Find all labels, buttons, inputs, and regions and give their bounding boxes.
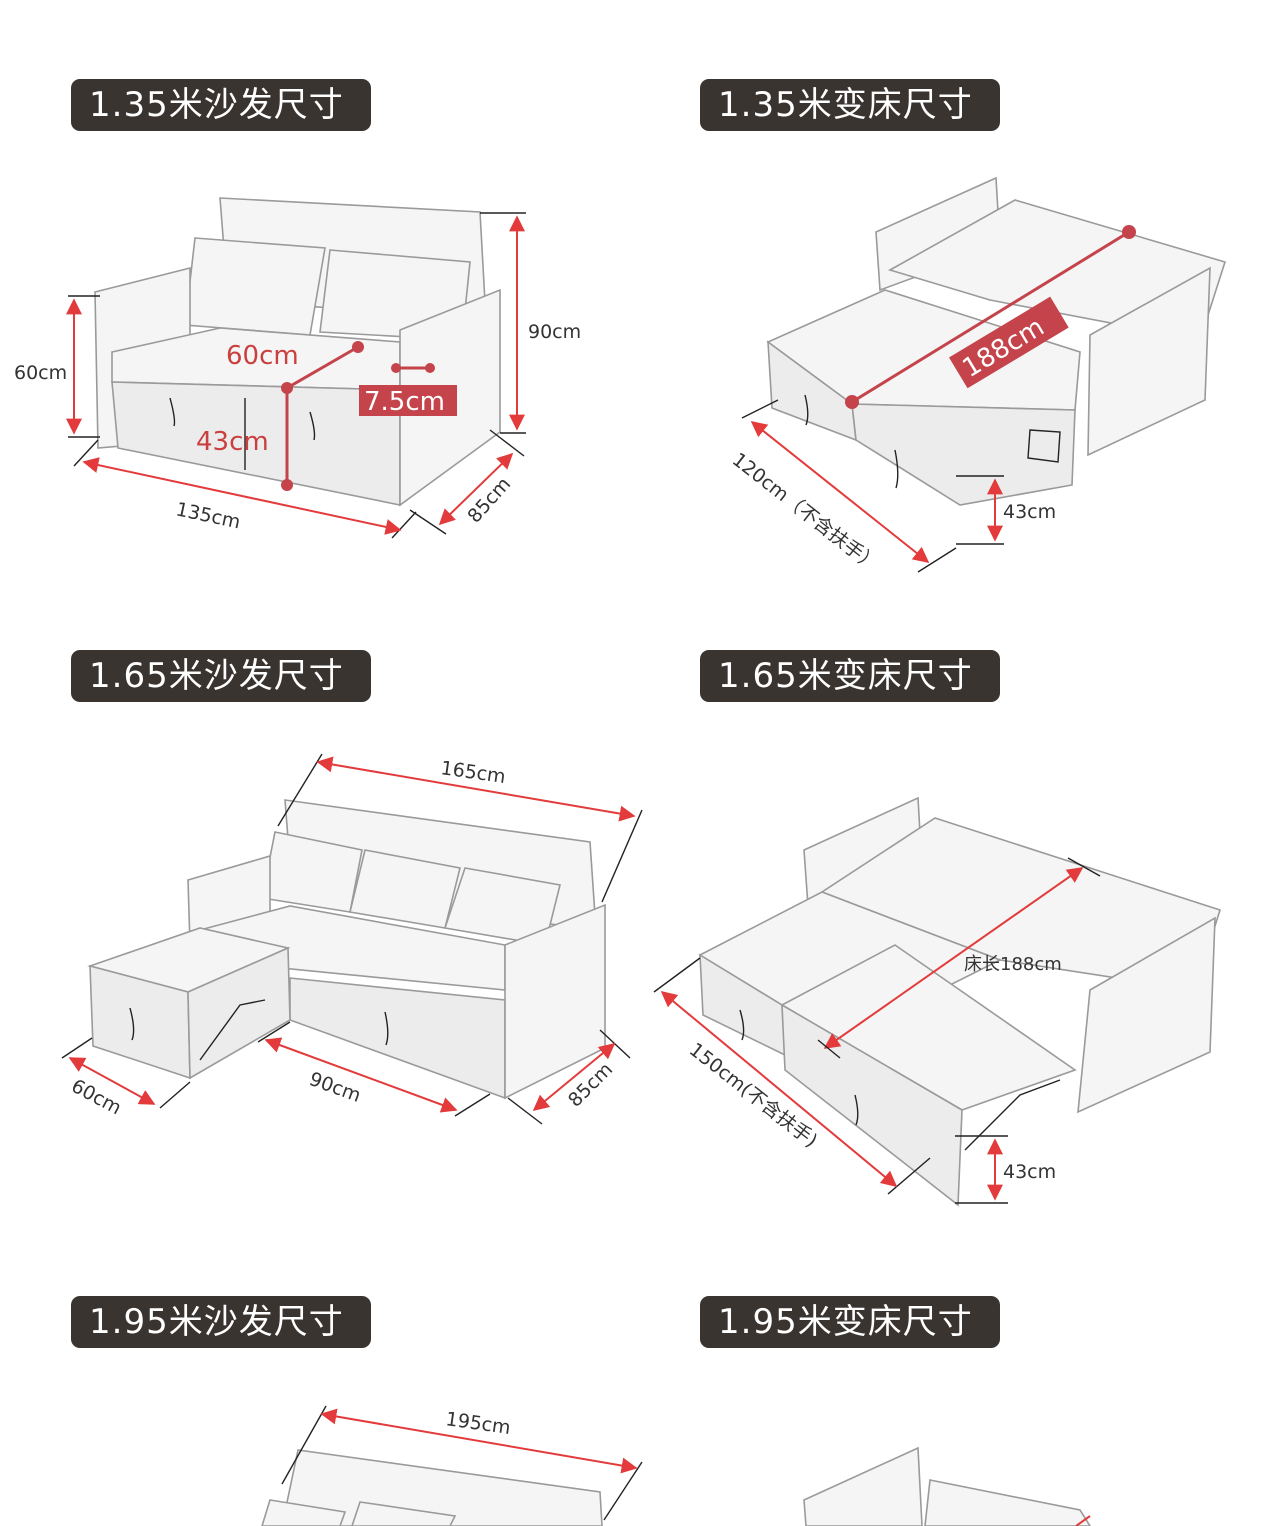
sofa-165-illustration (87, 799, 606, 1100)
sofa-195-width: 195cm (444, 1408, 512, 1439)
sofa-135-back-height: 90cm (528, 321, 581, 343)
sofa-135-depth: 85cm (463, 473, 515, 527)
title-sofa-135: 1.35米沙发尺寸 (71, 79, 371, 131)
bed-135-width: 120cm（不含扶手） (728, 449, 883, 577)
bed-135-illustration (766, 176, 1227, 506)
sofa-165-depth: 85cm (564, 1058, 617, 1111)
bed-165-height: 43cm (1003, 1161, 1056, 1183)
sofa-135-arm-width: 7.5cm (364, 387, 445, 417)
title-sofa-165: 1.65米沙发尺寸 (71, 650, 371, 702)
title-bed-135: 1.35米变床尺寸 (700, 79, 1000, 131)
bed-135-height: 43cm (1003, 501, 1056, 523)
sofa-135-seat-height: 43cm (196, 427, 269, 457)
sofa-135-arm-width-tag (359, 385, 457, 416)
title-sofa-195: 1.95米沙发尺寸 (71, 1296, 371, 1348)
sofa-165-width: 165cm (439, 757, 507, 788)
sofa-135-arm-height: 60cm (14, 362, 67, 384)
bed-165-illustration (698, 796, 1221, 1207)
sofa-195-illustration (261, 1449, 603, 1526)
sofa-165-ottoman: 60cm (68, 1075, 125, 1119)
sofa-135-seat-depth: 60cm (226, 341, 299, 371)
title-bed-195: 1.95米变床尺寸 (700, 1296, 1000, 1348)
title-bed-165: 1.65米变床尺寸 (700, 650, 1000, 702)
bed-165-length: 床长188cm (964, 954, 1062, 975)
sofa-135-width: 135cm (174, 498, 242, 533)
bed-195-illustration (803, 1446, 1091, 1526)
